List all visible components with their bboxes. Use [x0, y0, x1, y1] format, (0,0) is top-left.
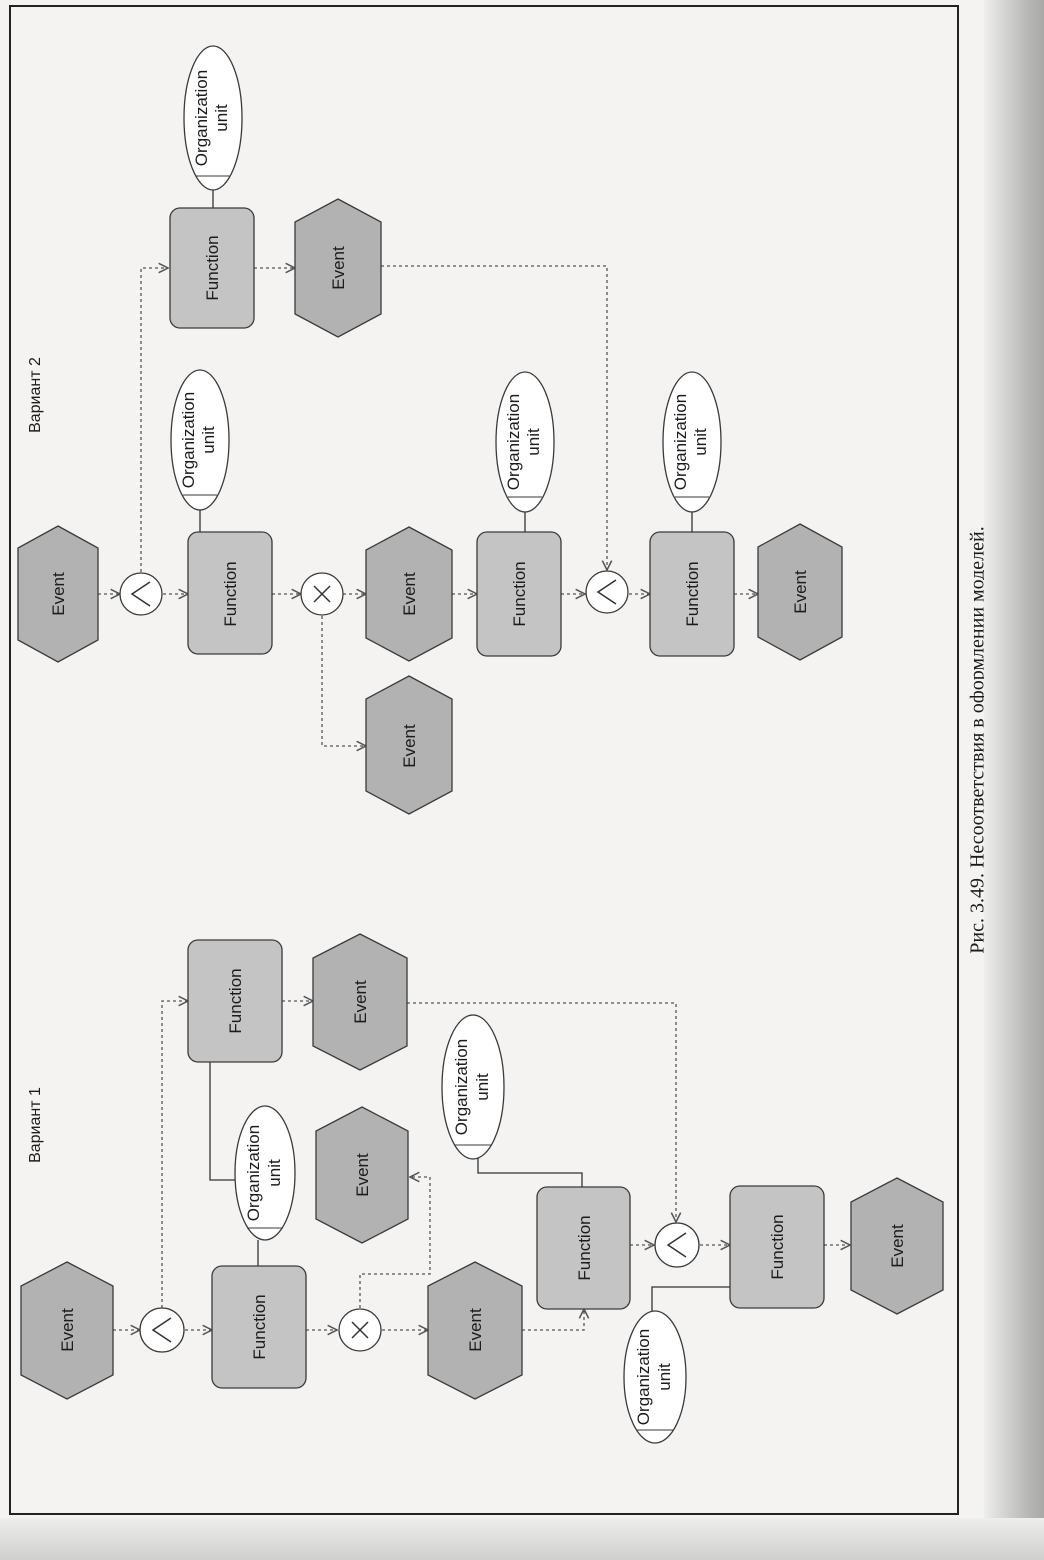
- svg-text:Event: Event: [400, 572, 419, 616]
- function-node: Function: [187, 939, 283, 1063]
- svg-text:unit: unit: [524, 428, 543, 456]
- variant2-title: Вариант 2: [27, 357, 44, 433]
- svg-text:Function: Function: [510, 561, 529, 626]
- svg-text:unit: unit: [691, 428, 710, 456]
- event-node: Event: [20, 1261, 114, 1400]
- svg-text:unit: unit: [199, 426, 218, 454]
- svg-text:unit: unit: [655, 1363, 674, 1391]
- svg-text:Event: Event: [353, 1153, 372, 1197]
- svg-text:Event: Event: [888, 1224, 907, 1268]
- function-node: Function: [211, 1265, 307, 1389]
- svg-text:Function: Function: [203, 235, 222, 300]
- and-connector: [119, 572, 163, 616]
- page-edge-shadow: [984, 0, 1044, 1560]
- svg-text:Organization: Organization: [179, 392, 198, 488]
- event-node: Event: [850, 1177, 944, 1315]
- and-connector: [654, 1222, 700, 1268]
- function-node: Function: [476, 531, 562, 657]
- svg-text:Event: Event: [351, 980, 370, 1024]
- page-bottom-shadow: [0, 1518, 1044, 1560]
- edge: [359, 1177, 431, 1308]
- edge: [522, 1309, 584, 1331]
- svg-text:Organization: Organization: [634, 1329, 653, 1425]
- function-node: Function: [169, 207, 255, 329]
- organization-unit-node: Organization unit: [623, 1310, 687, 1444]
- organization-unit-node: Organization unit: [170, 369, 230, 511]
- event-node: Event: [365, 526, 453, 662]
- function-node: Function: [536, 1186, 631, 1310]
- svg-text:Organization: Organization: [192, 70, 211, 166]
- event-node: Event: [427, 1261, 523, 1400]
- svg-text:Event: Event: [329, 246, 348, 290]
- svg-text:Event: Event: [49, 572, 68, 616]
- svg-text:Event: Event: [400, 724, 419, 768]
- function-node: Function: [187, 531, 273, 655]
- function-node: Function: [729, 1185, 825, 1309]
- svg-text:unit: unit: [265, 1159, 284, 1187]
- svg-text:Function: Function: [768, 1214, 787, 1279]
- org-link: [477, 1158, 583, 1187]
- svg-text:Event: Event: [791, 570, 810, 614]
- function-node: Function: [649, 531, 735, 657]
- event-node: Event: [294, 198, 382, 338]
- edge: [140, 268, 168, 572]
- event-node: Event: [757, 523, 843, 661]
- svg-text:Organization: Organization: [504, 394, 523, 490]
- event-node: Event: [17, 525, 99, 663]
- svg-text:Organization: Organization: [452, 1039, 471, 1135]
- svg-text:unit: unit: [212, 104, 231, 132]
- xor-connector: [300, 572, 344, 616]
- and-connector: [585, 570, 629, 614]
- edge: [381, 265, 607, 570]
- organization-unit-node: Organization unit: [183, 45, 243, 191]
- edge: [407, 1002, 676, 1222]
- diagram-frame: [9, 5, 959, 1515]
- svg-text:Function: Function: [221, 561, 240, 626]
- org-link: [651, 1286, 730, 1312]
- and-connector: [139, 1307, 185, 1353]
- organization-unit-node: Organization unit: [441, 1014, 505, 1160]
- svg-text:Event: Event: [466, 1308, 485, 1352]
- organization-unit-node: Organization unit: [662, 371, 722, 513]
- event-node: Event: [312, 933, 408, 1071]
- svg-text:Function: Function: [226, 968, 245, 1033]
- variant1-title: Вариант 1: [27, 1087, 44, 1163]
- svg-text:Organization: Organization: [671, 394, 690, 490]
- svg-text:Function: Function: [683, 561, 702, 626]
- event-node: Event: [315, 1106, 409, 1244]
- svg-text:unit: unit: [473, 1073, 492, 1101]
- event-node: Event: [365, 675, 453, 815]
- org-link: [209, 1062, 235, 1181]
- edge: [321, 616, 366, 746]
- svg-text:Organization: Organization: [244, 1125, 263, 1221]
- svg-text:Function: Function: [250, 1294, 269, 1359]
- organization-unit-node: Organization unit: [234, 1105, 296, 1241]
- svg-text:Event: Event: [58, 1308, 77, 1352]
- svg-text:Function: Function: [575, 1215, 594, 1280]
- edge: [161, 1001, 188, 1308]
- organization-unit-node: Organization unit: [495, 371, 555, 513]
- xor-connector: [338, 1308, 382, 1352]
